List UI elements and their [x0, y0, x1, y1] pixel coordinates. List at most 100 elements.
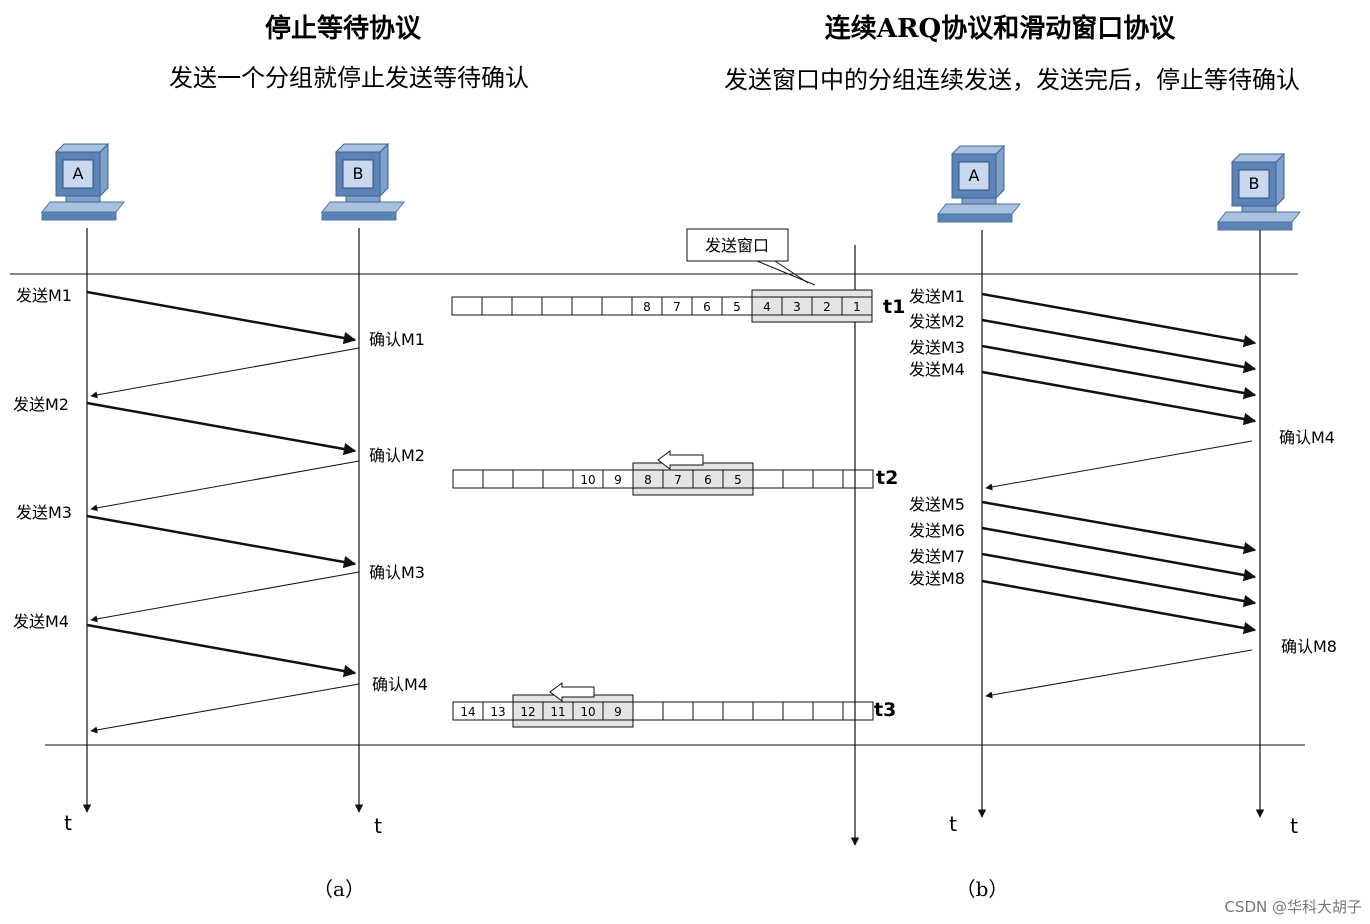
host-a-right-icon: A: [937, 145, 1021, 223]
window-cell: [812, 701, 844, 721]
window-cell: [632, 701, 664, 721]
window-cell: [662, 701, 694, 721]
right-ack-m8-arrow: [985, 649, 1253, 699]
send-window-callout-pointer: [752, 260, 816, 286]
send-window-callout: [686, 228, 789, 262]
right-send-m1-arrow: [981, 292, 1257, 348]
window-time-t1: t1: [883, 296, 905, 318]
left-ack-m1-arrow: [90, 347, 360, 399]
window-cell: [511, 296, 543, 316]
left-send-m1-label: 发送M1: [16, 286, 72, 305]
window-cell: [541, 296, 573, 316]
left-ack-m2-label: 确认M2: [369, 446, 425, 465]
right-title: 连续ARQ协议和滑动窗口协议: [825, 13, 1176, 44]
left-ack-m4-label: 确认M4: [372, 675, 428, 694]
window-cell: [722, 701, 754, 721]
left-send-m2-arrow: [86, 401, 357, 456]
right-send-m2-arrow: [981, 318, 1257, 374]
left-a-time-label: t: [64, 811, 72, 835]
window-cell-number: 5: [733, 300, 741, 314]
window-cell: [752, 469, 784, 489]
host-b-left-label: B: [353, 164, 364, 183]
right-a-time-label: t: [949, 812, 957, 836]
left-b-time-label: t: [374, 814, 382, 838]
window-cell: [692, 701, 724, 721]
window-cell-number: 7: [673, 300, 681, 314]
host-b-right-icon: B: [1217, 153, 1301, 231]
host-b-right-label: B: [1249, 174, 1260, 193]
window-cell: [601, 296, 633, 316]
window-cell: [512, 469, 544, 489]
host-a-right-label: A: [969, 166, 980, 185]
window-cell-number: 3: [793, 300, 801, 314]
window-cell: [542, 469, 574, 489]
left-subtitle: 发送一个分组就停止发送等待确认: [169, 64, 529, 92]
window-cell-number: 14: [460, 705, 475, 719]
left-ack-m1-label: 确认M1: [369, 330, 425, 349]
left-title: 停止等待协议: [265, 13, 422, 44]
window-cell-number: 6: [704, 473, 712, 487]
window-cell-number: 13: [490, 705, 505, 719]
left-send-m4-arrow: [86, 623, 357, 678]
window-cell-number: 1: [853, 300, 861, 314]
window-cell-number: 2: [823, 300, 831, 314]
window-cell: [842, 701, 874, 721]
window-cell: [452, 469, 484, 489]
window-cell: [812, 469, 844, 489]
window-cell-number: 7: [674, 473, 682, 487]
window-cell: [752, 701, 784, 721]
right-send-m4-arrow: [981, 370, 1257, 426]
window-cell: [481, 296, 513, 316]
right-send-m6-arrow: [981, 526, 1257, 582]
window-cell-number: 5: [734, 473, 742, 487]
left-send-m3-arrow: [86, 514, 357, 569]
left-ack-m3-label: 确认M3: [369, 563, 425, 582]
send-window-callout-pointer-2: [774, 260, 809, 284]
right-send-m4-label: 发送M4: [909, 360, 965, 379]
right-send-m7-arrow: [981, 552, 1257, 608]
window-cell-number: 9: [614, 473, 622, 487]
window-cell: [482, 469, 514, 489]
window-cell-number: 6: [703, 300, 711, 314]
right-send-m2-label: 发送M2: [909, 312, 965, 331]
window-cell-number: 10: [580, 705, 595, 719]
window-cell: [842, 469, 874, 489]
right-send-m3-arrow: [981, 344, 1257, 400]
send-window-callout-label: 发送窗口: [705, 236, 769, 255]
window-cell-number: 11: [550, 705, 565, 719]
window-time-t3: t3: [874, 699, 896, 721]
window-cell-number: 8: [643, 300, 651, 314]
left-caption: （a）: [313, 877, 365, 901]
right-ack-m8-label: 确认M8: [1281, 637, 1337, 656]
window-cell: [782, 701, 814, 721]
left-send-m4-label: 发送M4: [13, 612, 69, 631]
window-cell-number: 8: [644, 473, 652, 487]
right-send-m5-label: 发送M5: [909, 495, 965, 514]
right-send-m7-label: 发送M7: [909, 547, 965, 566]
window-cell: [841, 296, 873, 316]
window-cell-number: 12: [520, 705, 535, 719]
window-cell: [451, 296, 483, 316]
right-send-m1-label: 发送M1: [909, 287, 965, 306]
right-send-m3-label: 发送M3: [909, 338, 965, 357]
right-subtitle: 发送窗口中的分组连续发送，发送完后，停止等待确认: [724, 66, 1300, 94]
host-a-left-label: A: [73, 164, 84, 183]
window-cell-number: 9: [614, 705, 622, 719]
window-cell: [782, 469, 814, 489]
right-send-m5-arrow: [981, 500, 1257, 555]
window-time-t2: t2: [876, 467, 898, 489]
right-send-m6-label: 发送M6: [909, 521, 965, 540]
window-cell: [571, 296, 603, 316]
host-b-left-icon: B: [321, 143, 405, 221]
right-send-m8-arrow: [981, 579, 1257, 635]
left-send-m2-label: 发送M2: [13, 395, 69, 414]
right-ack-m4-arrow: [985, 440, 1253, 491]
left-ack-m2-arrow: [90, 460, 360, 512]
left-send-m1-arrow: [86, 290, 357, 345]
left-send-m3-label: 发送M3: [16, 503, 72, 522]
left-ack-m4-arrow: [90, 683, 360, 734]
host-a-left-icon: A: [41, 143, 125, 221]
window-slide-arrow-icon: [549, 682, 595, 702]
